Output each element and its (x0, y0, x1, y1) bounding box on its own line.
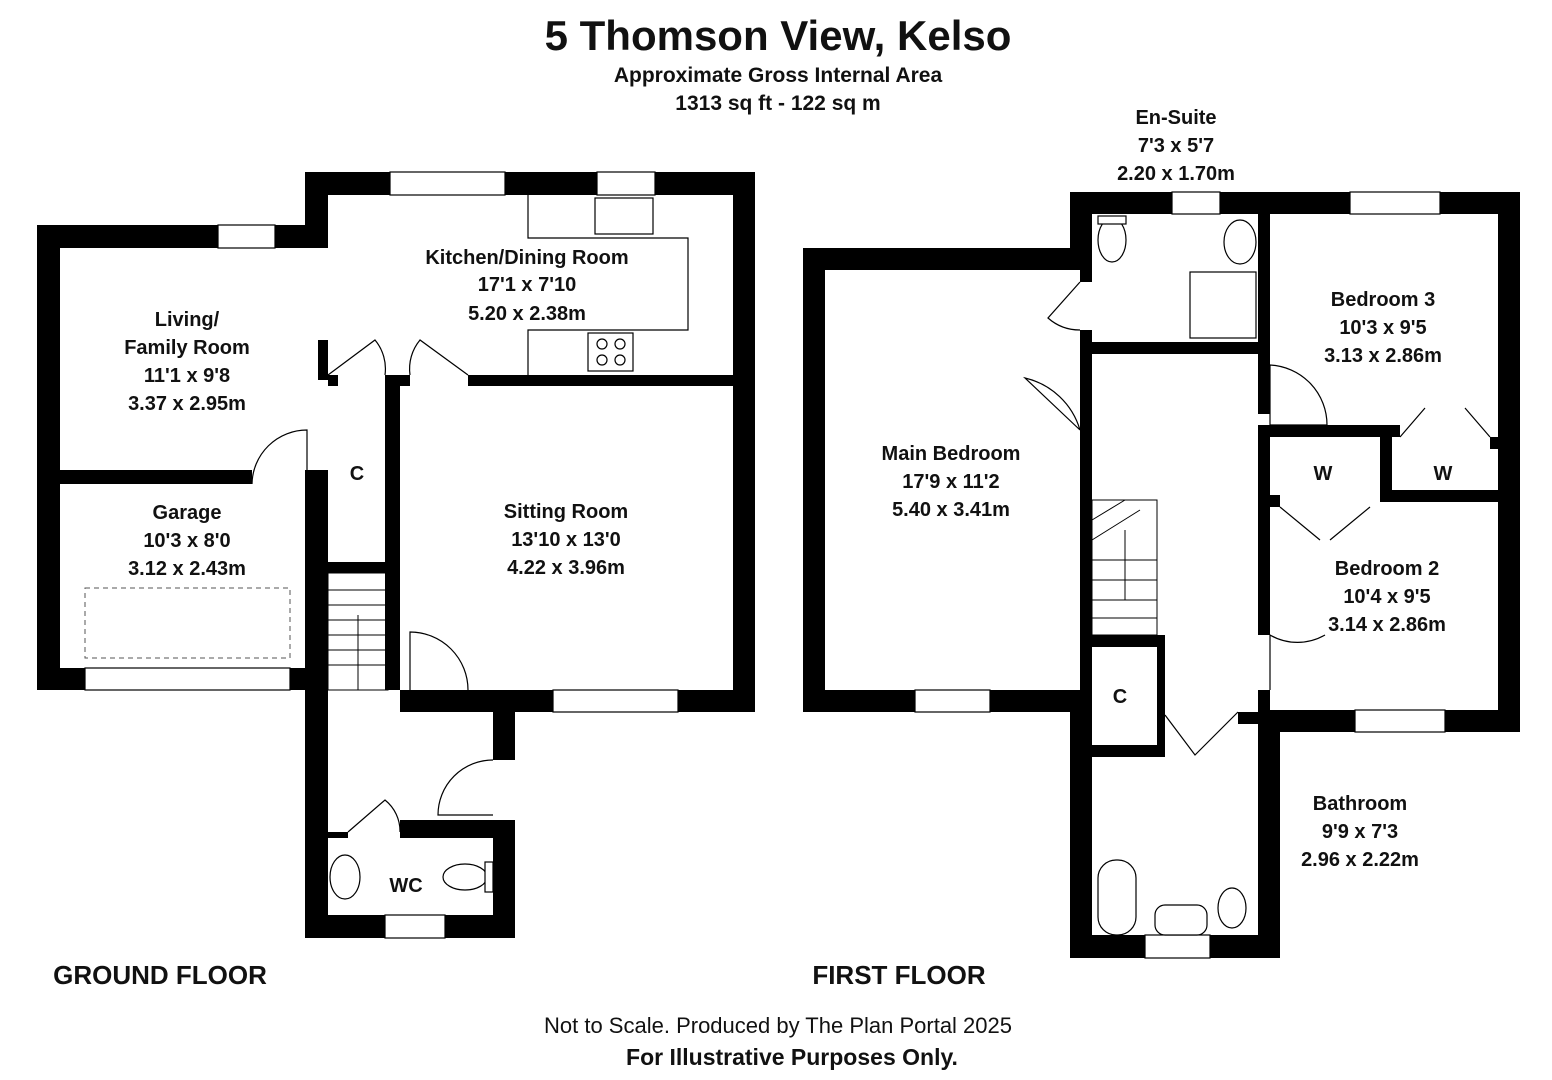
room-name: Sitting Room (504, 501, 628, 523)
footer-disclaimer: For Illustrative Purposes Only. (626, 1044, 958, 1070)
room-name: W (1314, 463, 1333, 485)
room-name: Kitchen/Dining Room (425, 247, 628, 269)
ground-floor-labels: Kitchen/Dining Room 17'1 x 7'10 5.20 x 2… (53, 247, 629, 990)
svg-text:7'3 x 5'7: 7'3 x 5'7 (1138, 135, 1214, 157)
svg-text:17'9 x 11'2: 17'9 x 11'2 (902, 471, 999, 493)
first-floor-labels: En-Suite 7'3 x 5'7 2.20 x 1.70m Main Bed… (812, 107, 1452, 990)
first-floor-walls (803, 192, 1520, 958)
svg-text:Family Room: Family Room (124, 337, 250, 359)
svg-text:3.37 x 2.95m: 3.37 x 2.95m (128, 393, 246, 415)
svg-text:3.12 x 2.43m: 3.12 x 2.43m (128, 558, 246, 580)
svg-text:2.20 x 1.70m: 2.20 x 1.70m (1117, 163, 1235, 185)
svg-text:10'4 x 9'5: 10'4 x 9'5 (1343, 586, 1430, 608)
first-floor-windows (914, 191, 1446, 959)
svg-text:4.22 x 3.96m: 4.22 x 3.96m (507, 557, 625, 579)
svg-text:13'10 x 13'0: 13'10 x 13'0 (511, 529, 621, 551)
plan-area: 1313 sq ft - 122 sq m (675, 92, 880, 115)
svg-text:2.96 x 2.22m: 2.96 x 2.22m (1301, 849, 1419, 871)
svg-text:10'3 x 9'5: 10'3 x 9'5 (1339, 317, 1426, 339)
floor-label: FIRST FLOOR (812, 960, 986, 990)
room-name: W (1434, 463, 1453, 485)
svg-text:3.13 x 2.86m: 3.13 x 2.86m (1324, 345, 1442, 367)
ground-floor-windows (84, 171, 679, 939)
ground-floor-fixtures (84, 195, 689, 900)
room-name: Bedroom 3 (1331, 289, 1435, 311)
room-name: En-Suite (1135, 107, 1216, 129)
room-name: C (350, 463, 364, 485)
room-name: Main Bedroom (882, 443, 1021, 465)
svg-text:3.14 x 2.86m: 3.14 x 2.86m (1328, 614, 1446, 636)
room-name: Bathroom (1313, 793, 1407, 815)
room-name: Garage (153, 502, 222, 524)
floor-label: GROUND FLOOR (53, 960, 267, 990)
stairs (327, 572, 389, 691)
room-name: C (1113, 686, 1127, 708)
plan-subtitle: Approximate Gross Internal Area (614, 64, 943, 87)
footer-note: Not to Scale. Produced by The Plan Porta… (544, 1013, 1012, 1038)
stairs (1091, 499, 1158, 636)
room-name: Bedroom 2 (1335, 558, 1439, 580)
svg-text:9'9 x 7'3: 9'9 x 7'3 (1322, 821, 1398, 843)
svg-text:17'1 x 7'10: 17'1 x 7'10 (478, 274, 577, 296)
plan-title: 5 Thomson View, Kelso (545, 12, 1012, 59)
first-floor-fixtures (1022, 215, 1491, 936)
room-name: WC (389, 875, 422, 897)
svg-text:11'1 x 9'8: 11'1 x 9'8 (144, 365, 230, 387)
room-name: Living/ (155, 309, 220, 331)
svg-text:5.20 x 2.38m: 5.20 x 2.38m (468, 303, 586, 325)
svg-text:10'3 x 8'0: 10'3 x 8'0 (143, 530, 230, 552)
svg-text:5.40 x 3.41m: 5.40 x 3.41m (892, 499, 1010, 521)
